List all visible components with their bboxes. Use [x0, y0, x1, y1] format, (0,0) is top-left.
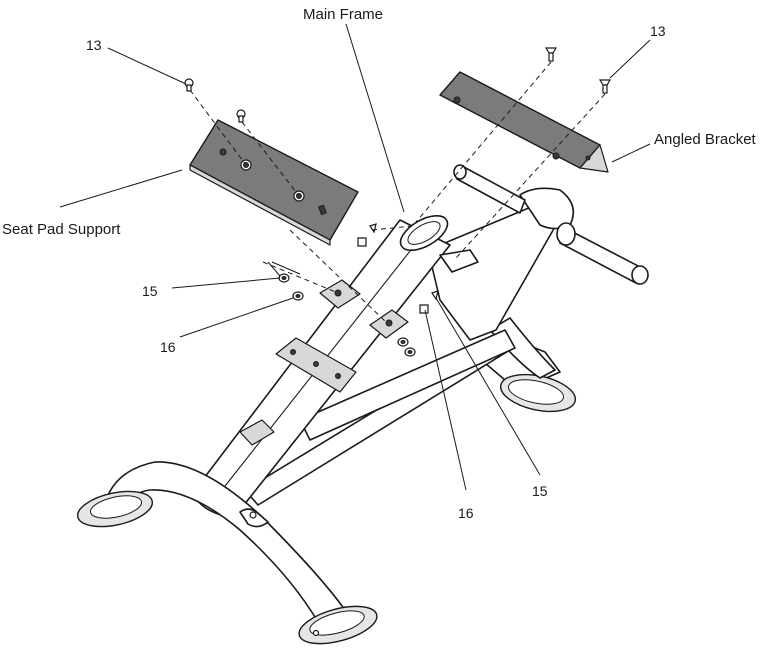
callout-16-bottom: 16	[458, 505, 474, 521]
washer-15-left	[278, 273, 290, 283]
angled-bracket-plate	[439, 71, 609, 173]
washer-15-bottom-part	[431, 290, 439, 301]
washer-pair-right	[397, 337, 416, 357]
callout-16-left: 16	[160, 339, 176, 355]
bolt-13-right-b	[598, 79, 612, 94]
callout-15-left: 15	[142, 283, 158, 299]
callout-13-right: 13	[650, 23, 666, 39]
nut-16-bottom-part	[419, 304, 429, 314]
callout-15-bottom: 15	[532, 483, 548, 499]
nut-16-center	[357, 223, 377, 247]
leader-lines	[59, 23, 651, 491]
assembly-lines	[189, 61, 606, 323]
bolt-13-left-b	[236, 109, 246, 123]
bolt-13-right-a	[544, 47, 558, 62]
frame-mount-tab-right	[369, 309, 409, 339]
label-angled-bracket: Angled Bracket	[654, 131, 757, 148]
callout-13-left: 13	[86, 37, 102, 53]
label-seat-pad-support: Seat Pad Support	[2, 221, 121, 238]
bolt-13-left-a	[184, 78, 194, 92]
rear-upright	[427, 187, 575, 341]
front-base-leg	[76, 461, 378, 645]
frame-cross-plate	[275, 337, 357, 393]
nut-16-left	[292, 291, 304, 301]
seat-pad-support-plate	[189, 119, 359, 246]
label-main-frame: Main Frame	[303, 6, 383, 23]
